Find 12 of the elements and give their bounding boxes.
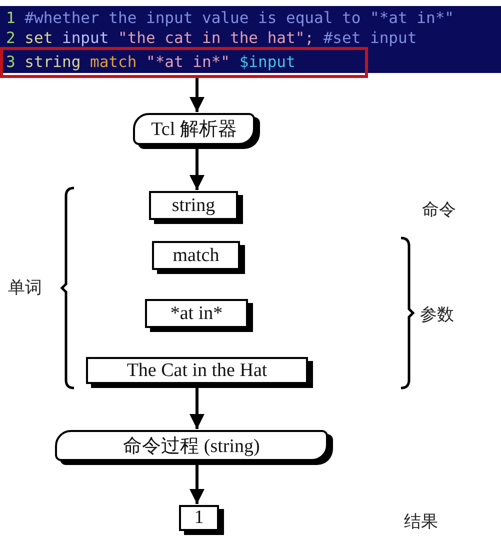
side-label: 单词 [8,277,42,299]
highlight-box [0,47,368,78]
code-line: 1 #whether the input value is equal to "*at in*" [6,8,454,28]
code-line: 2 set input "the cat in the hat"; #set input [6,28,417,48]
arrow [190,465,204,504]
arrow [190,388,204,429]
code-line: 3 string match "*at in*" $input [6,52,296,72]
arrow [190,149,204,190]
side-label: 命令 [422,199,456,221]
arrow [190,78,204,112]
side-label: 结果 [404,511,438,533]
side-label: 参数 [420,304,454,326]
